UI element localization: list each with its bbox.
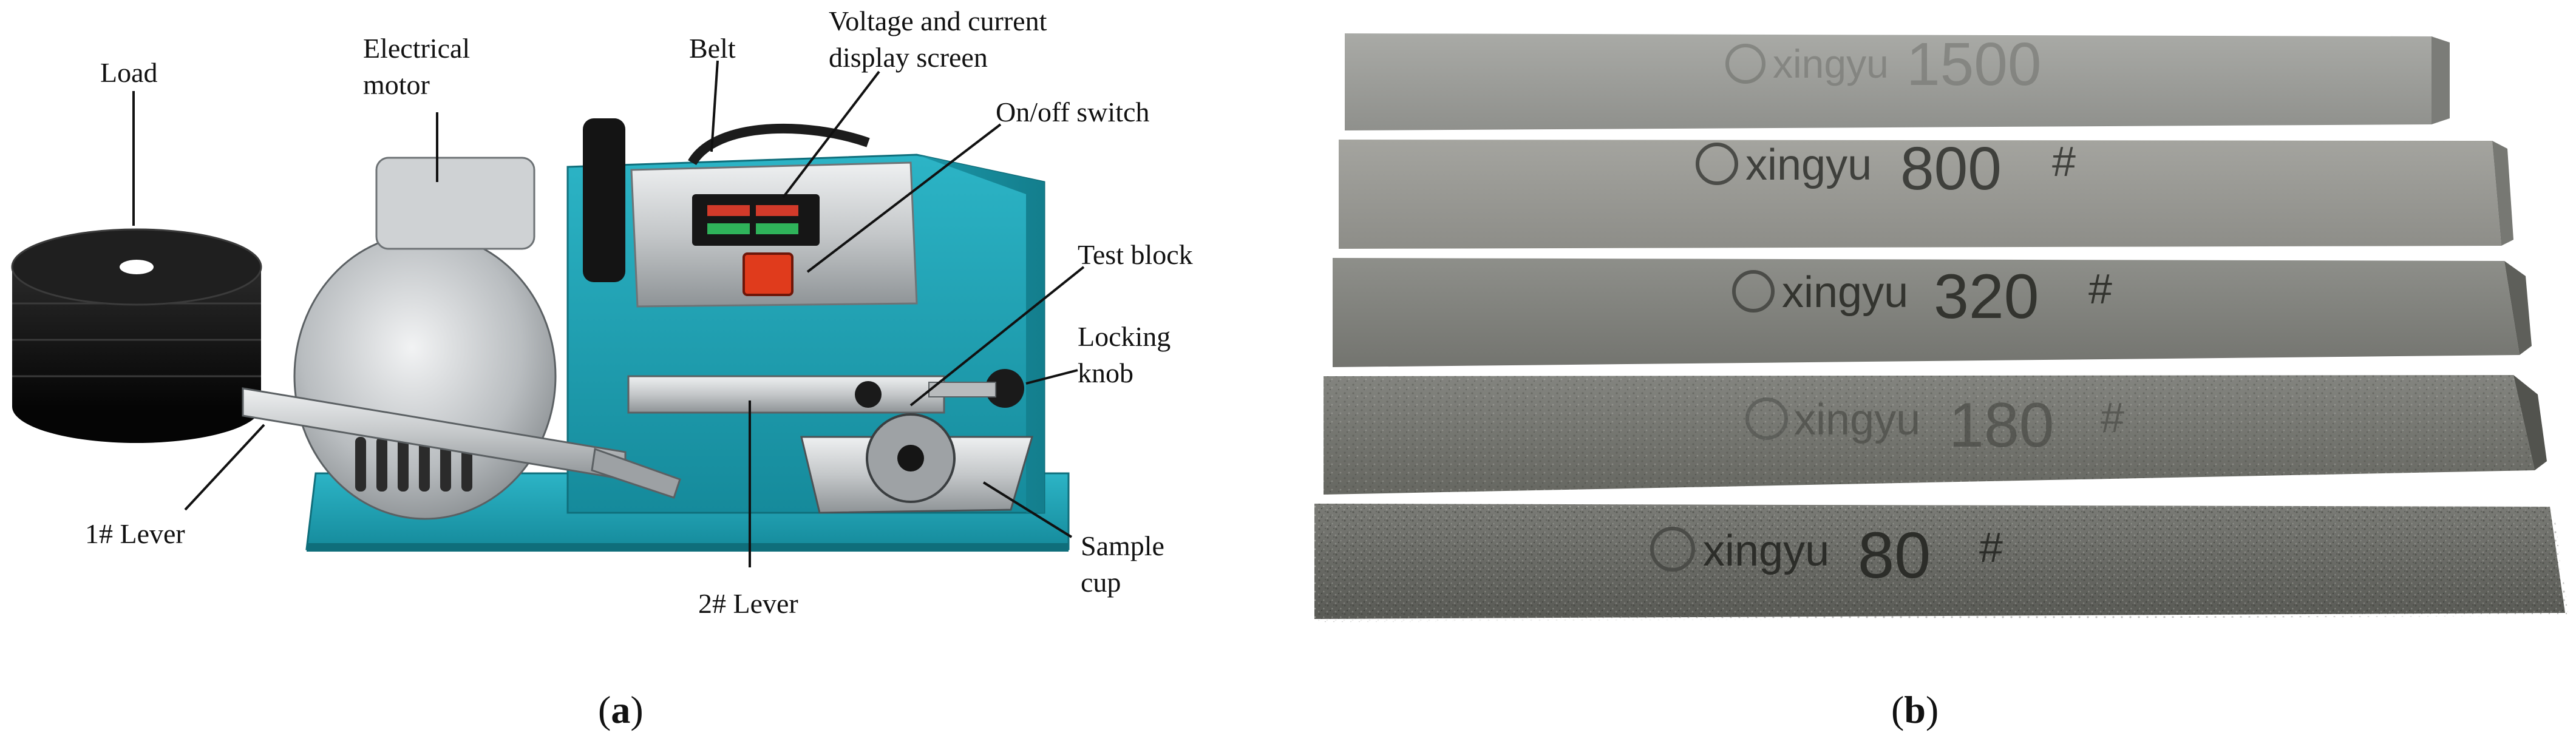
caption-b: (b)	[1891, 688, 1939, 731]
label-test-block: Test block	[1078, 239, 1193, 270]
label-electrical-motor-line2: motor	[363, 69, 430, 100]
panel-b-whetstones-photo	[1314, 33, 2569, 622]
stone-80-brand: xingyu	[1703, 527, 1829, 575]
caption-a-letter: a	[611, 688, 631, 731]
stone-800-grit: 800	[1900, 135, 2002, 203]
panel-a-machine-photo	[11, 118, 1070, 552]
stone-180-grit: 180	[1949, 390, 2054, 461]
label-display-screen-line2: display screen	[829, 42, 988, 73]
stone-180-brand: xingyu	[1794, 396, 1920, 444]
label-load: Load	[100, 57, 158, 88]
label-sample-cup: Sample cup	[1081, 528, 1164, 601]
logo-stamps	[1650, 44, 1788, 572]
stone-320-grit: 320	[1934, 262, 2039, 332]
label-locking-knob-line1: Locking	[1078, 321, 1171, 352]
label-locking-knob: Locking knob	[1078, 319, 1171, 391]
stone-320-brand: xingyu	[1782, 268, 1908, 317]
label-belt: Belt	[689, 33, 736, 64]
label-lever-2: 2# Lever	[698, 588, 798, 619]
on-off-switch	[743, 252, 794, 296]
stone-180	[1324, 375, 2547, 495]
stone-800-mark: #	[2052, 138, 2076, 185]
stone-180-mark: #	[2101, 394, 2124, 441]
motor-vents	[355, 437, 472, 492]
stone-stamp-texts: xingyu 1500 xingyu 800 # xingyu 320 # xi…	[1703, 30, 2124, 592]
stone-800-brand: xingyu	[1745, 141, 1872, 189]
label-lever-1: 1# Lever	[85, 518, 185, 549]
display-screen	[692, 194, 820, 246]
label-locking-knob-line2: knob	[1078, 357, 1133, 388]
stone-80-grit: 80	[1858, 518, 1931, 592]
stone-800	[1339, 140, 2513, 249]
label-on-off-switch: On/off switch	[996, 96, 1150, 127]
label-electrical-motor: Electrical motor	[363, 30, 470, 103]
stone-1500-grit: 1500	[1906, 30, 2041, 98]
stone-320-mark: #	[2088, 265, 2112, 313]
label-sample-cup-line2: cup	[1081, 567, 1121, 598]
label-display-screen: Voltage and current display screen	[829, 3, 1047, 76]
stone-80-mark: #	[1979, 524, 2003, 571]
belt-cable	[688, 123, 870, 166]
label-display-screen-line1: Voltage and current	[829, 5, 1047, 36]
caption-a: (a)	[598, 688, 644, 731]
stone-1500	[1345, 33, 2450, 130]
label-sample-cup-line1: Sample	[1081, 530, 1164, 561]
top-handle	[583, 118, 625, 282]
lever-2	[627, 375, 945, 414]
caption-b-letter: b	[1904, 688, 1926, 731]
leader-lines-a	[132, 60, 1085, 567]
stone-320	[1333, 258, 2532, 367]
stone-1500-brand: xingyu	[1773, 41, 1889, 86]
label-electrical-motor-line1: Electrical	[363, 33, 471, 64]
stone-80	[1314, 504, 2569, 622]
locking-knob	[985, 369, 1024, 408]
load-weights	[11, 228, 262, 443]
